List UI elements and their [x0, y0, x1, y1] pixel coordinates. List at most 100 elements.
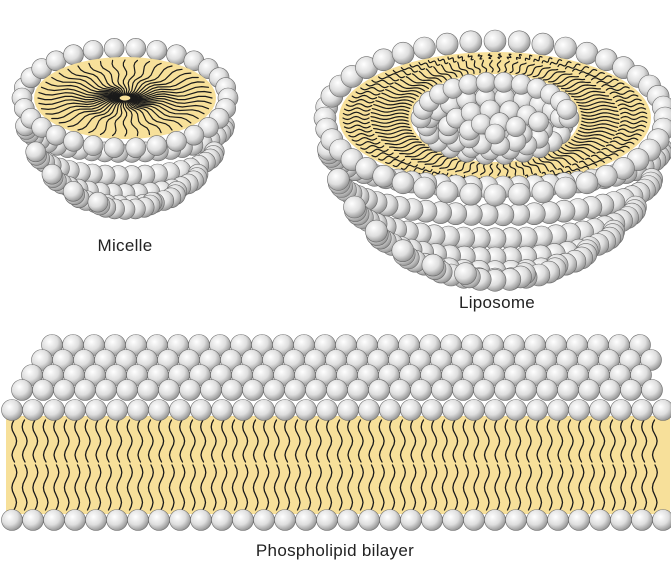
lipid-head: [104, 138, 124, 158]
lipid-head: [359, 400, 380, 421]
lipid-head: [413, 37, 435, 59]
lipid-head: [579, 380, 600, 401]
lipid-head: [508, 31, 530, 53]
lipid-head: [484, 30, 506, 52]
lipid-head: [485, 400, 506, 421]
lipid-head: [422, 254, 444, 276]
lipid-head: [508, 183, 530, 205]
lipid-head: [107, 510, 128, 531]
lipid-head: [96, 380, 117, 401]
lipid-head: [373, 165, 395, 187]
lipid-head: [149, 400, 170, 421]
lipid-head: [167, 45, 187, 65]
lipid-head: [86, 510, 107, 531]
lipid-head: [576, 172, 598, 194]
lipid-head: [392, 240, 414, 262]
lipid-head: [275, 400, 296, 421]
lipid-head: [401, 510, 422, 531]
lipid-head: [569, 400, 590, 421]
lipid-head: [555, 177, 577, 199]
lipid-head: [464, 400, 485, 421]
lipid-head: [212, 400, 233, 421]
lipid-head: [632, 400, 653, 421]
lipid-head: [506, 510, 527, 531]
lipid-head: [147, 40, 167, 60]
lipid-head: [46, 125, 66, 145]
lipid-head: [436, 33, 458, 55]
lipid-head: [88, 192, 108, 212]
lipid-head: [83, 40, 103, 60]
lipid-head: [459, 74, 479, 94]
lipid-head: [44, 510, 65, 531]
lipid-head: [595, 165, 617, 187]
lipid-head: [327, 380, 348, 401]
lipid-head: [23, 400, 44, 421]
lipid-head: [126, 138, 146, 158]
phospholipid-bilayer-diagram: [2, 335, 671, 531]
lipid-head: [422, 400, 443, 421]
lipid-head: [212, 510, 233, 531]
lipid-head: [460, 183, 482, 205]
micelle-label: Micelle: [97, 236, 152, 256]
lipid-head: [338, 400, 359, 421]
lipid-head: [443, 510, 464, 531]
lipid-head: [373, 49, 395, 71]
lipid-head: [317, 400, 338, 421]
lipid-head: [464, 510, 485, 531]
lipid-head: [485, 124, 505, 144]
lipid-head: [558, 380, 579, 401]
lipid-head: [12, 380, 33, 401]
lipid-head: [453, 380, 474, 401]
lipid-head: [600, 380, 621, 401]
lipid-head: [506, 117, 526, 137]
lipid-head: [436, 181, 458, 203]
lipid-head: [516, 380, 537, 401]
lipid-head: [569, 510, 590, 531]
lipid-head: [296, 510, 317, 531]
lipid-head: [390, 380, 411, 401]
lipid-head: [632, 510, 653, 531]
lipid-head: [275, 510, 296, 531]
lipid-head: [432, 380, 453, 401]
lipid-head: [642, 380, 663, 401]
phospholipid-bilayer-label: Phospholipid bilayer: [256, 541, 414, 561]
lipid-head: [611, 510, 632, 531]
lipid-head: [201, 380, 222, 401]
lipid-head: [180, 380, 201, 401]
lipid-head: [117, 380, 138, 401]
lipid-head: [170, 400, 191, 421]
lipid-head: [401, 400, 422, 421]
lipid-head: [474, 380, 495, 401]
lipid-head: [548, 510, 569, 531]
lipid-head: [348, 380, 369, 401]
lipid-head: [621, 380, 642, 401]
lipid-head: [506, 400, 527, 421]
lipid-head: [159, 380, 180, 401]
lipid-head: [460, 31, 482, 53]
lipid-head: [495, 380, 516, 401]
lipid-head: [527, 400, 548, 421]
lipid-head: [529, 112, 549, 132]
lipid-head: [233, 400, 254, 421]
lipid-head: [191, 400, 212, 421]
lipid-head: [537, 380, 558, 401]
lipid-head: [590, 510, 611, 531]
lipid-head: [485, 510, 506, 531]
lipid-head: [327, 168, 349, 190]
lipid-head: [476, 72, 496, 92]
lipid-head: [65, 510, 86, 531]
lipid-head: [455, 263, 477, 285]
lipid-head: [126, 38, 146, 58]
lipid-head: [86, 400, 107, 421]
lipid-head: [527, 510, 548, 531]
lipid-head: [411, 380, 432, 401]
lipid-head: [443, 400, 464, 421]
lipid-head: [243, 380, 264, 401]
lipid-head: [365, 220, 387, 242]
lipid-head: [233, 510, 254, 531]
lipid-head: [65, 400, 86, 421]
lipid-head: [83, 136, 103, 156]
lipid-head: [285, 380, 306, 401]
lipid-head: [107, 400, 128, 421]
